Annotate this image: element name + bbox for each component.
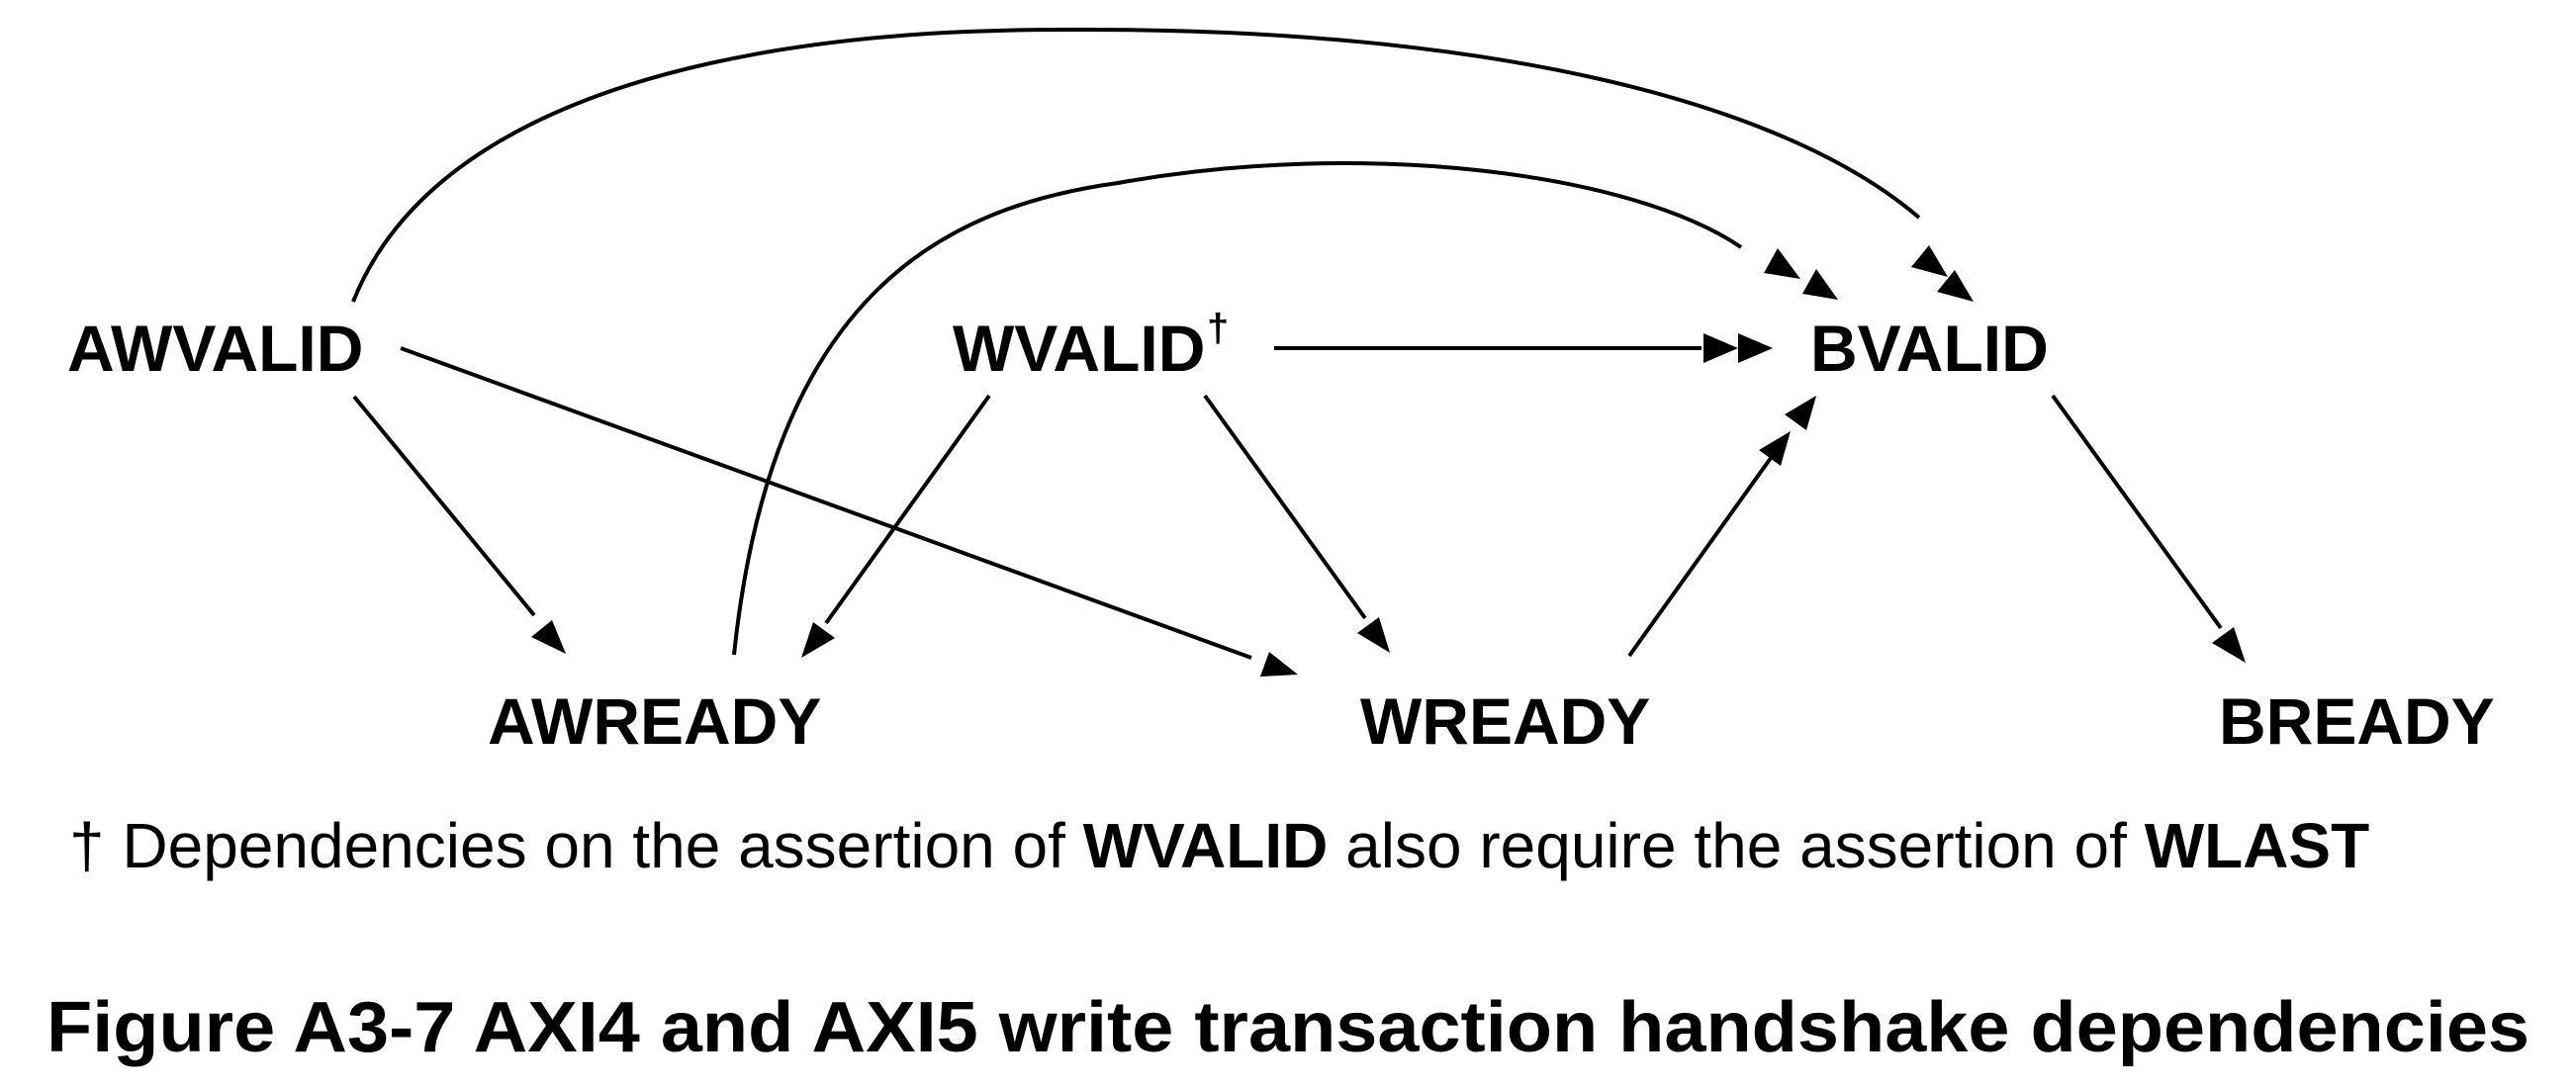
node-wready: WREADY [1360, 684, 1650, 758]
node-awready: AWREADY [488, 684, 821, 758]
figure-caption: Figure A3-7 AXI4 and AXI5 write transact… [46, 988, 2530, 1067]
node-bvalid: BVALID [1810, 312, 2049, 385]
arrowhead-awvalid-awready [531, 620, 566, 654]
edge-wready-to-bvalid [1627, 456, 1773, 658]
footnote-wlast: WLAST [2145, 810, 2370, 881]
arrowhead-awready-bvalid-1 [1764, 248, 1800, 279]
node-wvalid-dagger: † [1207, 307, 1229, 350]
arrowhead-awvalid-bvalid-2 [1937, 270, 1974, 302]
edge-bvalid-to-bready [2051, 394, 2223, 630]
arrowhead-awready-bvalid-2 [1802, 269, 1838, 300]
node-awvalid: AWVALID [67, 312, 363, 385]
footnote-dagger: † [69, 810, 105, 881]
nodes: AWVALID WVALID † BVALID AWREADY WREADY B… [67, 307, 2495, 758]
arrowhead-awvalid-bvalid-1 [1911, 245, 1948, 277]
footnote-text-2: also require the assertion of [1328, 810, 2144, 881]
edge-awvalid-to-bvalid [351, 27, 1921, 303]
arrowhead-wvalid-bvalid-2 [1738, 333, 1773, 363]
arrowhead-wready-bvalid-1 [1759, 431, 1791, 466]
footnote-wvalid: WVALID [1083, 810, 1329, 881]
node-bready: BREADY [2219, 684, 2495, 758]
edge-awready-to-bvalid [732, 161, 1743, 656]
edge-wvalid-to-wready [1203, 394, 1367, 620]
arrowhead-wvalid-awready [801, 622, 835, 658]
footnote: † Dependencies on the assertion of WVALI… [69, 810, 2369, 881]
edge-awvalid-to-awready [352, 395, 536, 617]
arrowhead-wready-bvalid-2 [1785, 396, 1816, 430]
footnote-text-1: Dependencies on the assertion of [105, 810, 1083, 881]
arrowhead-bvalid-bready [2212, 627, 2246, 663]
edge-awvalid-to-wready [400, 346, 1252, 660]
edges [351, 27, 2223, 660]
node-wvalid: WVALID [953, 312, 1205, 385]
arrowheads [531, 245, 2246, 677]
edge-wvalid-to-awready [824, 394, 991, 625]
arrowhead-wvalid-bvalid-1 [1703, 333, 1738, 363]
arrowhead-wvalid-wready [1357, 617, 1390, 653]
arrowhead-awvalid-wready [1260, 652, 1298, 677]
